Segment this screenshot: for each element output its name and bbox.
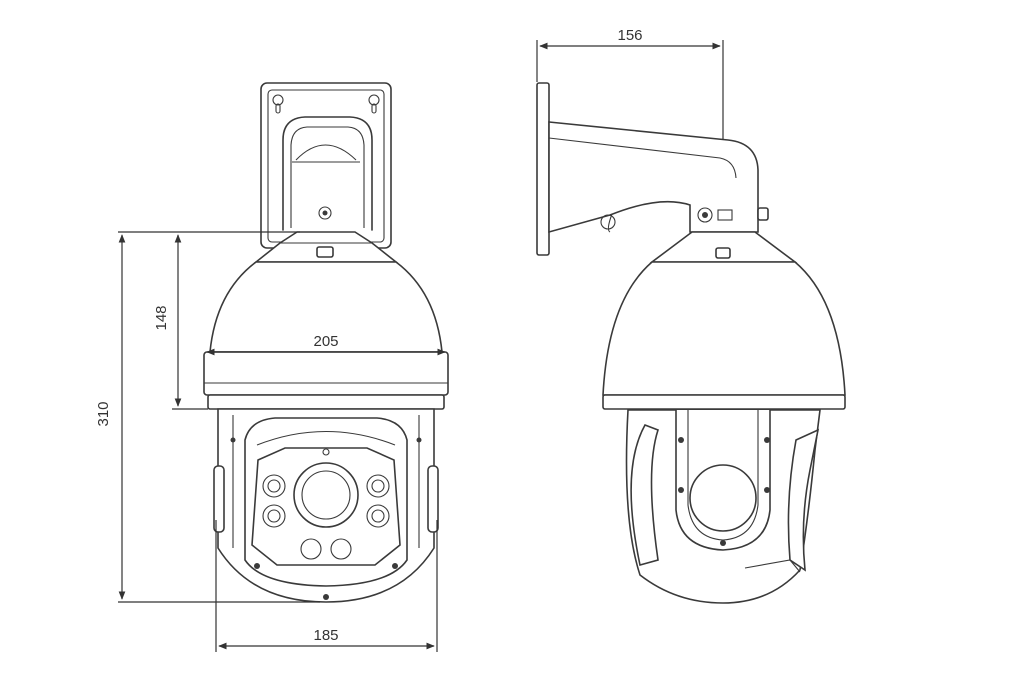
base-width-label: 185 — [313, 627, 338, 644]
front-dome — [203, 231, 449, 410]
side-dome — [602, 231, 846, 410]
side-wall-plate — [536, 82, 550, 256]
total-height-label: 310 — [95, 401, 112, 426]
front-mount-plate — [260, 82, 392, 249]
dimension-labels: 310 148 205 185 156 — [95, 27, 643, 644]
side-view — [536, 82, 846, 604]
dimension-lines — [118, 40, 724, 652]
dome-width-label: 205 — [313, 333, 338, 350]
dome-height-label: 148 — [153, 305, 170, 330]
side-ptz-head — [625, 409, 821, 604]
front-ptz-head — [213, 408, 439, 603]
bracket-depth-label: 156 — [617, 27, 642, 44]
front-view — [203, 82, 449, 603]
side-bracket-arm — [548, 121, 769, 234]
